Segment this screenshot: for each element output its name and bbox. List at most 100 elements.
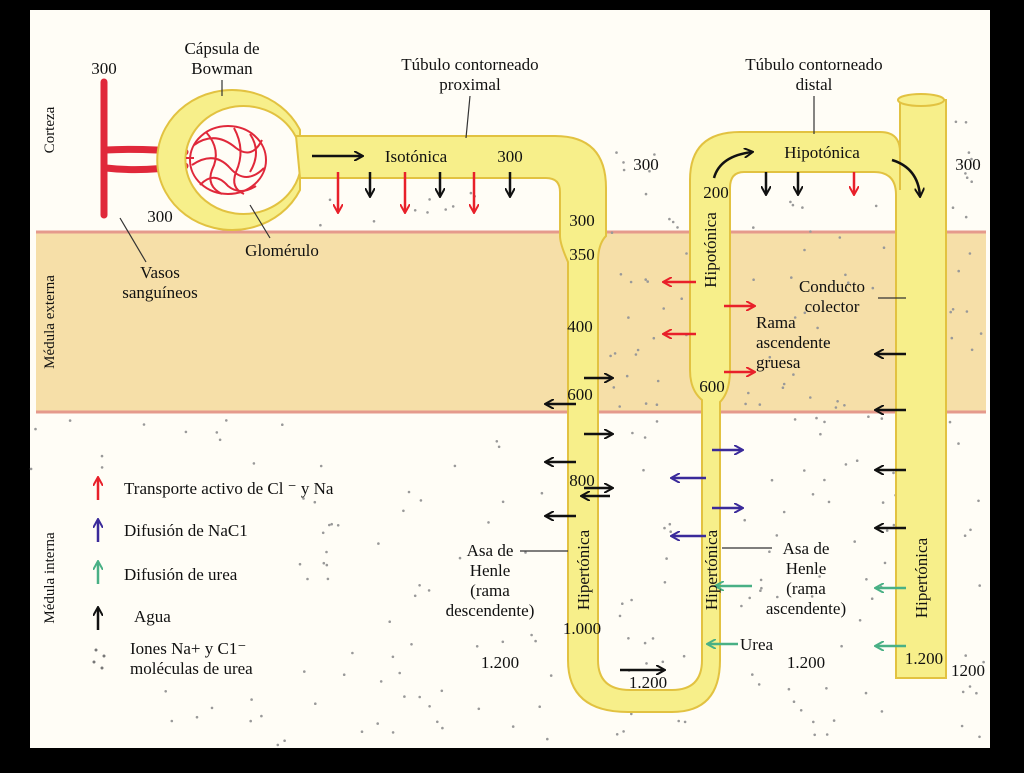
ion-dot	[407, 490, 411, 494]
ion-dot	[803, 311, 807, 315]
ion-dot	[682, 654, 686, 658]
ion-dot	[627, 637, 630, 640]
ion-dot	[950, 336, 954, 340]
ion-dot	[326, 577, 330, 581]
ion-dot	[615, 733, 619, 736]
ion-dot	[618, 614, 622, 618]
ion-dot	[793, 418, 797, 421]
ion-dot	[752, 226, 755, 229]
ion-dot	[170, 719, 174, 723]
ion-dot	[663, 581, 667, 584]
ion-dot	[759, 589, 762, 592]
legend-water-label: Agua	[134, 607, 171, 626]
legend-ions-label-line2: moléculas de urea	[130, 659, 253, 678]
ion-dot	[314, 702, 317, 705]
ion-dot	[625, 374, 629, 378]
ion-dot	[629, 280, 633, 284]
ion-dot	[325, 563, 329, 567]
ion-dot	[964, 172, 967, 175]
ion-dot	[388, 620, 392, 623]
ion-dot	[968, 252, 972, 255]
ion-dot	[844, 463, 848, 466]
ion-dot	[630, 598, 633, 602]
osm-400: 400	[567, 317, 593, 336]
ion-dot	[662, 307, 665, 310]
ion-dot	[613, 352, 617, 355]
ion-dot	[825, 733, 829, 736]
ion-dot	[524, 551, 527, 554]
ion-dot	[803, 248, 806, 252]
ion-dot	[791, 203, 795, 207]
osm-1200-right: 1200	[951, 661, 985, 680]
ion-dot	[376, 722, 380, 725]
ion-dot	[747, 391, 750, 395]
ion-dot	[757, 683, 761, 686]
ion-dot	[469, 191, 473, 195]
ion-dot	[810, 595, 814, 598]
ion-dot	[426, 211, 429, 214]
ion-dot	[540, 491, 544, 495]
ion-dot	[793, 316, 797, 319]
osm-1200-bottom: 1.200	[629, 673, 667, 692]
ion-dot	[342, 673, 346, 676]
ion-dot	[622, 168, 626, 172]
ion-dot	[853, 540, 856, 543]
ion-dot	[351, 651, 354, 655]
asc-henle-label-line3: (rama	[786, 579, 826, 598]
ion-dot	[325, 550, 328, 554]
ion-dot	[951, 308, 955, 311]
ion-dot	[319, 223, 322, 227]
osm-300-vessel-low: 300	[147, 207, 173, 226]
isotonic-label: Isotónica	[385, 147, 448, 166]
desc-henle-label-line2: Henle	[470, 561, 511, 580]
ion-dot	[801, 206, 804, 209]
thick-asc-label-line2: ascendente	[756, 333, 831, 352]
ion-dot	[787, 687, 791, 691]
ion-dot	[949, 310, 952, 314]
hypertonic-asc-label: Hipertónica	[702, 529, 721, 610]
arrows-ascending-thin	[672, 450, 752, 644]
ion-dot	[870, 597, 874, 600]
ion-dot	[403, 695, 406, 698]
ion-dot	[970, 180, 973, 183]
collecting-duct-top	[897, 93, 945, 107]
ion-dot	[652, 336, 656, 340]
ion-dot	[319, 464, 323, 468]
ion-dot	[646, 280, 649, 283]
ion-dot	[653, 153, 656, 156]
ion-dot	[34, 427, 37, 431]
ion-dot	[644, 192, 648, 196]
ion-dot	[281, 423, 284, 427]
ion-dot	[668, 522, 672, 526]
ion-dot	[967, 151, 971, 154]
arrows-descending	[546, 378, 664, 670]
ion-dot	[834, 406, 838, 409]
zone-inner-medulla-label: Médula interna	[42, 532, 58, 624]
desc-henle-label-line1: Asa de	[467, 541, 514, 560]
ion-dot	[668, 217, 671, 221]
legend-ions-label-line1: Iones Na+ y C1⁻	[130, 639, 246, 658]
ion-dot	[792, 373, 795, 376]
ion-dot	[444, 208, 448, 211]
ion-dot	[501, 500, 505, 504]
ion-dot	[827, 500, 831, 504]
ion-dot	[744, 402, 747, 406]
ion-dot	[215, 431, 219, 434]
ion-dot	[865, 578, 868, 581]
ion-dot	[978, 584, 981, 587]
ion-dot	[418, 695, 422, 699]
ion-dot	[743, 518, 746, 522]
ion-dot	[661, 660, 665, 664]
ion-dot	[313, 500, 317, 504]
ion-dot	[546, 737, 549, 741]
zone-cortex-label: Corteza	[42, 106, 58, 153]
ion-dot	[644, 278, 647, 281]
ion-dot	[440, 689, 444, 693]
osm-200: 200	[703, 183, 729, 202]
ion-dot	[306, 577, 309, 581]
ion-dot	[447, 607, 451, 611]
ion-dot	[619, 273, 623, 276]
vessels-label-line2: sanguíneos	[122, 283, 198, 302]
ion-dot	[328, 198, 332, 202]
ion-dot	[965, 176, 969, 179]
